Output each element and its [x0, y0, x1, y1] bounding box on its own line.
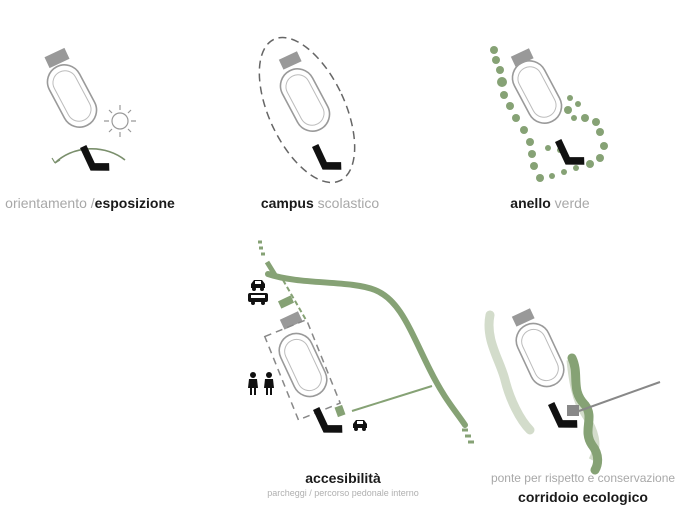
sun-path-arc	[54, 148, 126, 164]
panel-ecological-corridor	[484, 308, 661, 475]
building-block	[278, 51, 302, 70]
track-icon	[272, 327, 334, 403]
entrance-marker	[334, 404, 346, 418]
building-block	[511, 308, 535, 327]
building-block	[510, 48, 534, 67]
caption-bold: anello	[510, 195, 551, 211]
person-icon	[248, 372, 258, 395]
caption-light: orientamento /	[5, 195, 95, 211]
school-building-icon	[80, 139, 113, 178]
track-icon	[509, 317, 571, 393]
subcaption-corridor: ponte per rispetto e conservazione	[490, 471, 676, 485]
car-icon	[353, 420, 367, 431]
caption-light: scolastico	[313, 195, 380, 211]
campus-boundary	[258, 36, 356, 184]
caption-orientation: orientamento /esposizione	[5, 195, 175, 211]
car-icon	[251, 280, 265, 291]
caption-bold: campus	[260, 195, 314, 211]
bus-icon	[248, 293, 268, 305]
caption-light: verde	[550, 195, 590, 211]
ecological-corridor	[567, 353, 603, 475]
caption-campus: campus scolastico	[261, 195, 379, 211]
caption-bold: esposizione	[94, 195, 175, 211]
pedestrian-path	[265, 271, 468, 428]
caption-corridor: corridoio ecologico	[518, 489, 648, 505]
person-icon	[264, 372, 274, 395]
bridge-path	[578, 381, 661, 412]
parking-area	[277, 295, 295, 309]
panel-orientation	[40, 47, 136, 178]
track-icon	[273, 62, 337, 138]
sun-icon	[104, 105, 136, 137]
caption-accessibility: accesibilità	[305, 470, 381, 486]
bridge-structure	[567, 405, 579, 416]
school-building-icon	[312, 138, 345, 177]
path-dashes	[462, 428, 474, 444]
arrow-icon	[51, 157, 61, 164]
panel-campus	[258, 36, 356, 184]
caption-green-ring: anello verde	[510, 195, 589, 211]
track-icon	[40, 58, 104, 134]
panel-green-ring	[490, 46, 608, 182]
building-block	[44, 47, 70, 69]
entrance-path	[351, 385, 433, 412]
building-block	[279, 311, 303, 330]
tree-ring	[490, 46, 608, 182]
panel-accessibility	[248, 240, 474, 444]
access-path	[264, 260, 278, 277]
faded-green-ring	[484, 310, 535, 435]
path-dashes	[258, 240, 265, 256]
subcaption-accessibility: parcheggi / percorso pedonale interno	[267, 488, 419, 498]
